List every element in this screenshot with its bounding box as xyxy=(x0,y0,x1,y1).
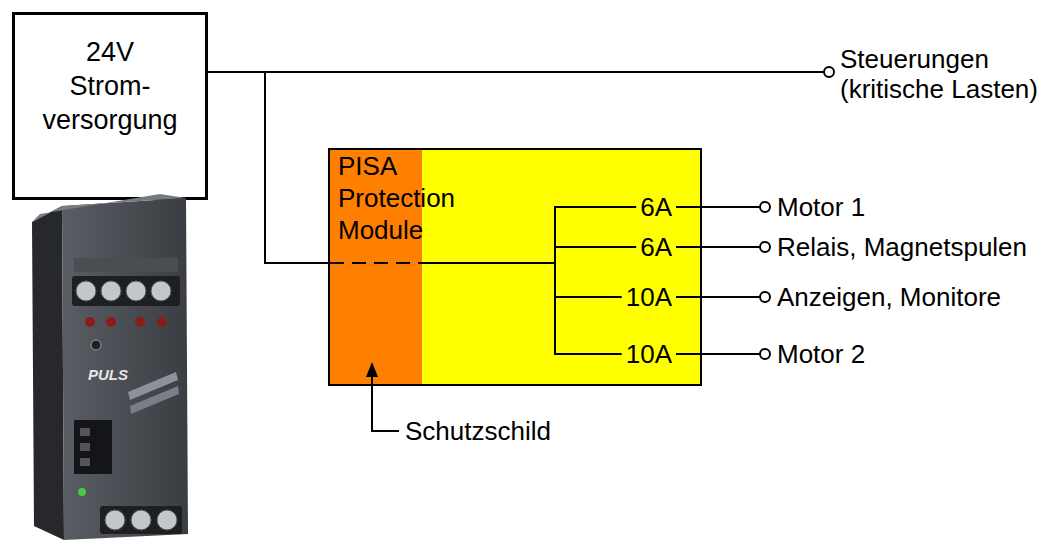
label-field xyxy=(74,258,178,272)
label-holder: Motor 2 xyxy=(777,339,865,369)
terminal-screw xyxy=(126,281,146,301)
terminal-screw xyxy=(76,281,96,301)
connector-hole xyxy=(80,458,90,466)
terminal-screw xyxy=(151,281,171,301)
terminal-circle xyxy=(760,202,770,212)
branch-wire xyxy=(555,353,622,355)
leader-line xyxy=(372,376,399,431)
current-rating: 6A xyxy=(640,192,672,222)
input-connector xyxy=(74,420,112,474)
current-rating: 10A xyxy=(626,339,672,369)
label-holder: Schutzschild xyxy=(405,416,551,446)
power-supply-photo xyxy=(32,194,188,540)
terminal-circle xyxy=(760,349,770,359)
branch-wire xyxy=(555,296,622,298)
terminal-circle xyxy=(824,67,834,77)
status-led xyxy=(157,317,167,327)
terminal-screw xyxy=(105,510,125,530)
bus-wire xyxy=(208,71,824,73)
protection-module-box: PISA Protection Module 6A 6A 10A 10A xyxy=(328,148,702,386)
output-wire xyxy=(676,246,760,248)
terminal-screw xyxy=(101,281,121,301)
shield-pass-wire xyxy=(330,262,422,264)
terminal-circle xyxy=(760,292,770,302)
terminal-strip xyxy=(100,506,182,534)
status-led xyxy=(106,317,116,327)
label-holder: Motor 1 xyxy=(777,192,865,222)
callout-label: Schutzschild xyxy=(405,416,551,446)
module-title: PISA Protection Module xyxy=(338,150,455,246)
output-label: Motor 1 xyxy=(777,192,865,222)
box-title: 24V Strom- versorgung xyxy=(42,35,177,137)
status-led xyxy=(135,317,145,327)
housing-side xyxy=(32,206,64,540)
output-label: Steuerungen (kritische Lasten) xyxy=(840,44,1050,104)
label-holder: Relais, Magnetspulen xyxy=(777,232,1027,262)
output-label: Anzeigen, Monitore xyxy=(777,282,1001,312)
power-connector xyxy=(208,72,328,263)
feed-wire xyxy=(422,262,555,264)
distribution-trunk xyxy=(554,206,556,355)
status-led xyxy=(85,317,95,327)
terminal-circle xyxy=(760,242,770,252)
branch-wire xyxy=(555,206,636,208)
leader-arrowhead xyxy=(366,362,378,377)
ok-led xyxy=(78,488,86,496)
output-label: Relais, Magnetspulen xyxy=(777,232,1027,262)
output-label: Motor 2 xyxy=(777,339,865,369)
potentiometer xyxy=(91,340,101,350)
housing-top xyxy=(32,194,186,222)
label-holder: Anzeigen, Monitore xyxy=(777,282,1001,312)
terminal-screw xyxy=(157,510,177,530)
connector-hole xyxy=(80,443,90,451)
connector-hole xyxy=(80,428,90,436)
output-wire xyxy=(676,296,760,298)
terminal-screw xyxy=(131,510,151,530)
terminal-strip xyxy=(72,276,180,306)
label-holder: Steuerungen (kritische Lasten) xyxy=(840,44,1050,104)
branch-wire xyxy=(555,246,636,248)
current-rating: 10A xyxy=(626,282,672,312)
label-holder: PULS xyxy=(88,356,128,386)
output-wire xyxy=(676,206,760,208)
design-stripe xyxy=(130,386,179,414)
housing-front xyxy=(62,198,188,540)
text-holder: PISA Protection Module xyxy=(338,150,455,246)
current-rating: 6A xyxy=(640,232,672,262)
brand-logo: PULS xyxy=(88,366,128,384)
power-supply-box: 24V Strom- versorgung xyxy=(12,12,208,200)
output-wire xyxy=(676,353,760,355)
text-holder: 24V Strom- versorgung xyxy=(15,35,205,137)
